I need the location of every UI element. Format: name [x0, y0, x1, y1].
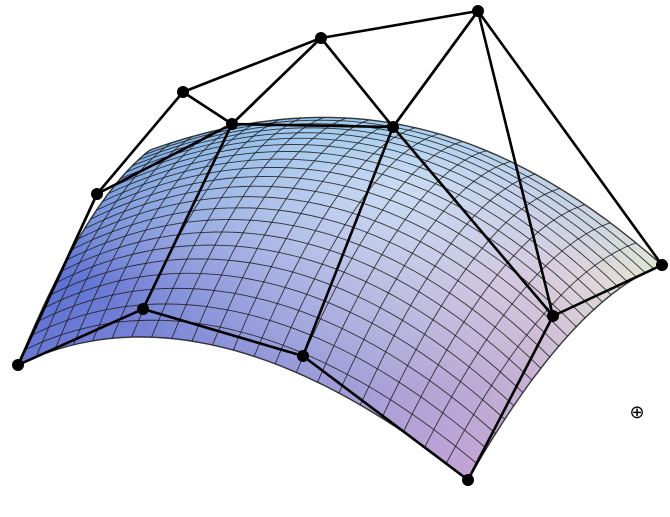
- surface-patch: [18, 117, 662, 481]
- surface-highlight: [18, 117, 662, 481]
- control-net-edge: [95, 90, 185, 196]
- control-net: [16, 9, 664, 482]
- control-net-edge: [230, 122, 395, 129]
- control-net-edge: [391, 125, 555, 318]
- control-point[interactable]: [91, 188, 103, 200]
- surface-grid-lines: [17, 116, 663, 481]
- control-net-edge: [181, 90, 234, 126]
- control-points: [12, 5, 668, 486]
- control-net-edge: [391, 9, 480, 129]
- surface-grid-line: [17, 149, 151, 366]
- surface-grid-line: [338, 161, 511, 394]
- surface-grid-line: [151, 117, 302, 338]
- circled-plus-icon[interactable]: ⊕: [629, 402, 645, 423]
- control-net-edge: [95, 122, 234, 196]
- control-point[interactable]: [387, 121, 399, 133]
- surface-grid-line: [212, 119, 370, 346]
- surface-grid-line: [92, 125, 236, 342]
- surface-grid-line: [111, 121, 258, 339]
- control-point[interactable]: [472, 5, 484, 17]
- control-net-edge: [301, 354, 470, 482]
- control-net-edge: [476, 9, 555, 318]
- surface-grid-line: [402, 204, 586, 433]
- surface-grid-line: [274, 133, 439, 365]
- control-point[interactable]: [315, 32, 327, 44]
- control-net-edge: [319, 36, 395, 129]
- control-net-edge: [466, 314, 555, 482]
- control-net-edge: [301, 125, 395, 358]
- surface-grid-line: [232, 122, 393, 351]
- control-point[interactable]: [226, 118, 238, 130]
- control-point[interactable]: [656, 259, 668, 271]
- control-point[interactable]: [547, 310, 559, 322]
- surface-grid-line: [446, 242, 637, 464]
- surface-grid-line: [191, 117, 347, 342]
- surface-grid-line: [171, 116, 325, 339]
- control-point[interactable]: [462, 474, 474, 486]
- control-net-edge: [16, 307, 145, 367]
- surface-grid-line: [35, 142, 172, 358]
- control-point[interactable]: [297, 350, 309, 362]
- control-net-edge: [551, 263, 664, 318]
- surface-grid-line: [295, 141, 463, 373]
- control-net-edge: [141, 122, 234, 311]
- control-point[interactable]: [177, 86, 189, 98]
- control-net-edge: [16, 192, 99, 367]
- surface-grid-line: [253, 127, 416, 357]
- surface-grid-line: [381, 187, 560, 419]
- control-net-edge: [181, 36, 323, 94]
- surface-grid-line: [359, 173, 536, 406]
- control-net-edge: [141, 307, 305, 358]
- surface-grid-line: [54, 136, 193, 351]
- control-net-edge: [319, 9, 480, 40]
- control-point[interactable]: [137, 303, 149, 315]
- surface-grid-line: [73, 130, 215, 345]
- surface-grid-line: [424, 222, 611, 448]
- surface-grid-line: [317, 150, 487, 383]
- control-net-edge: [230, 36, 323, 126]
- control-point[interactable]: [12, 359, 24, 371]
- control-net-edge: [476, 9, 664, 267]
